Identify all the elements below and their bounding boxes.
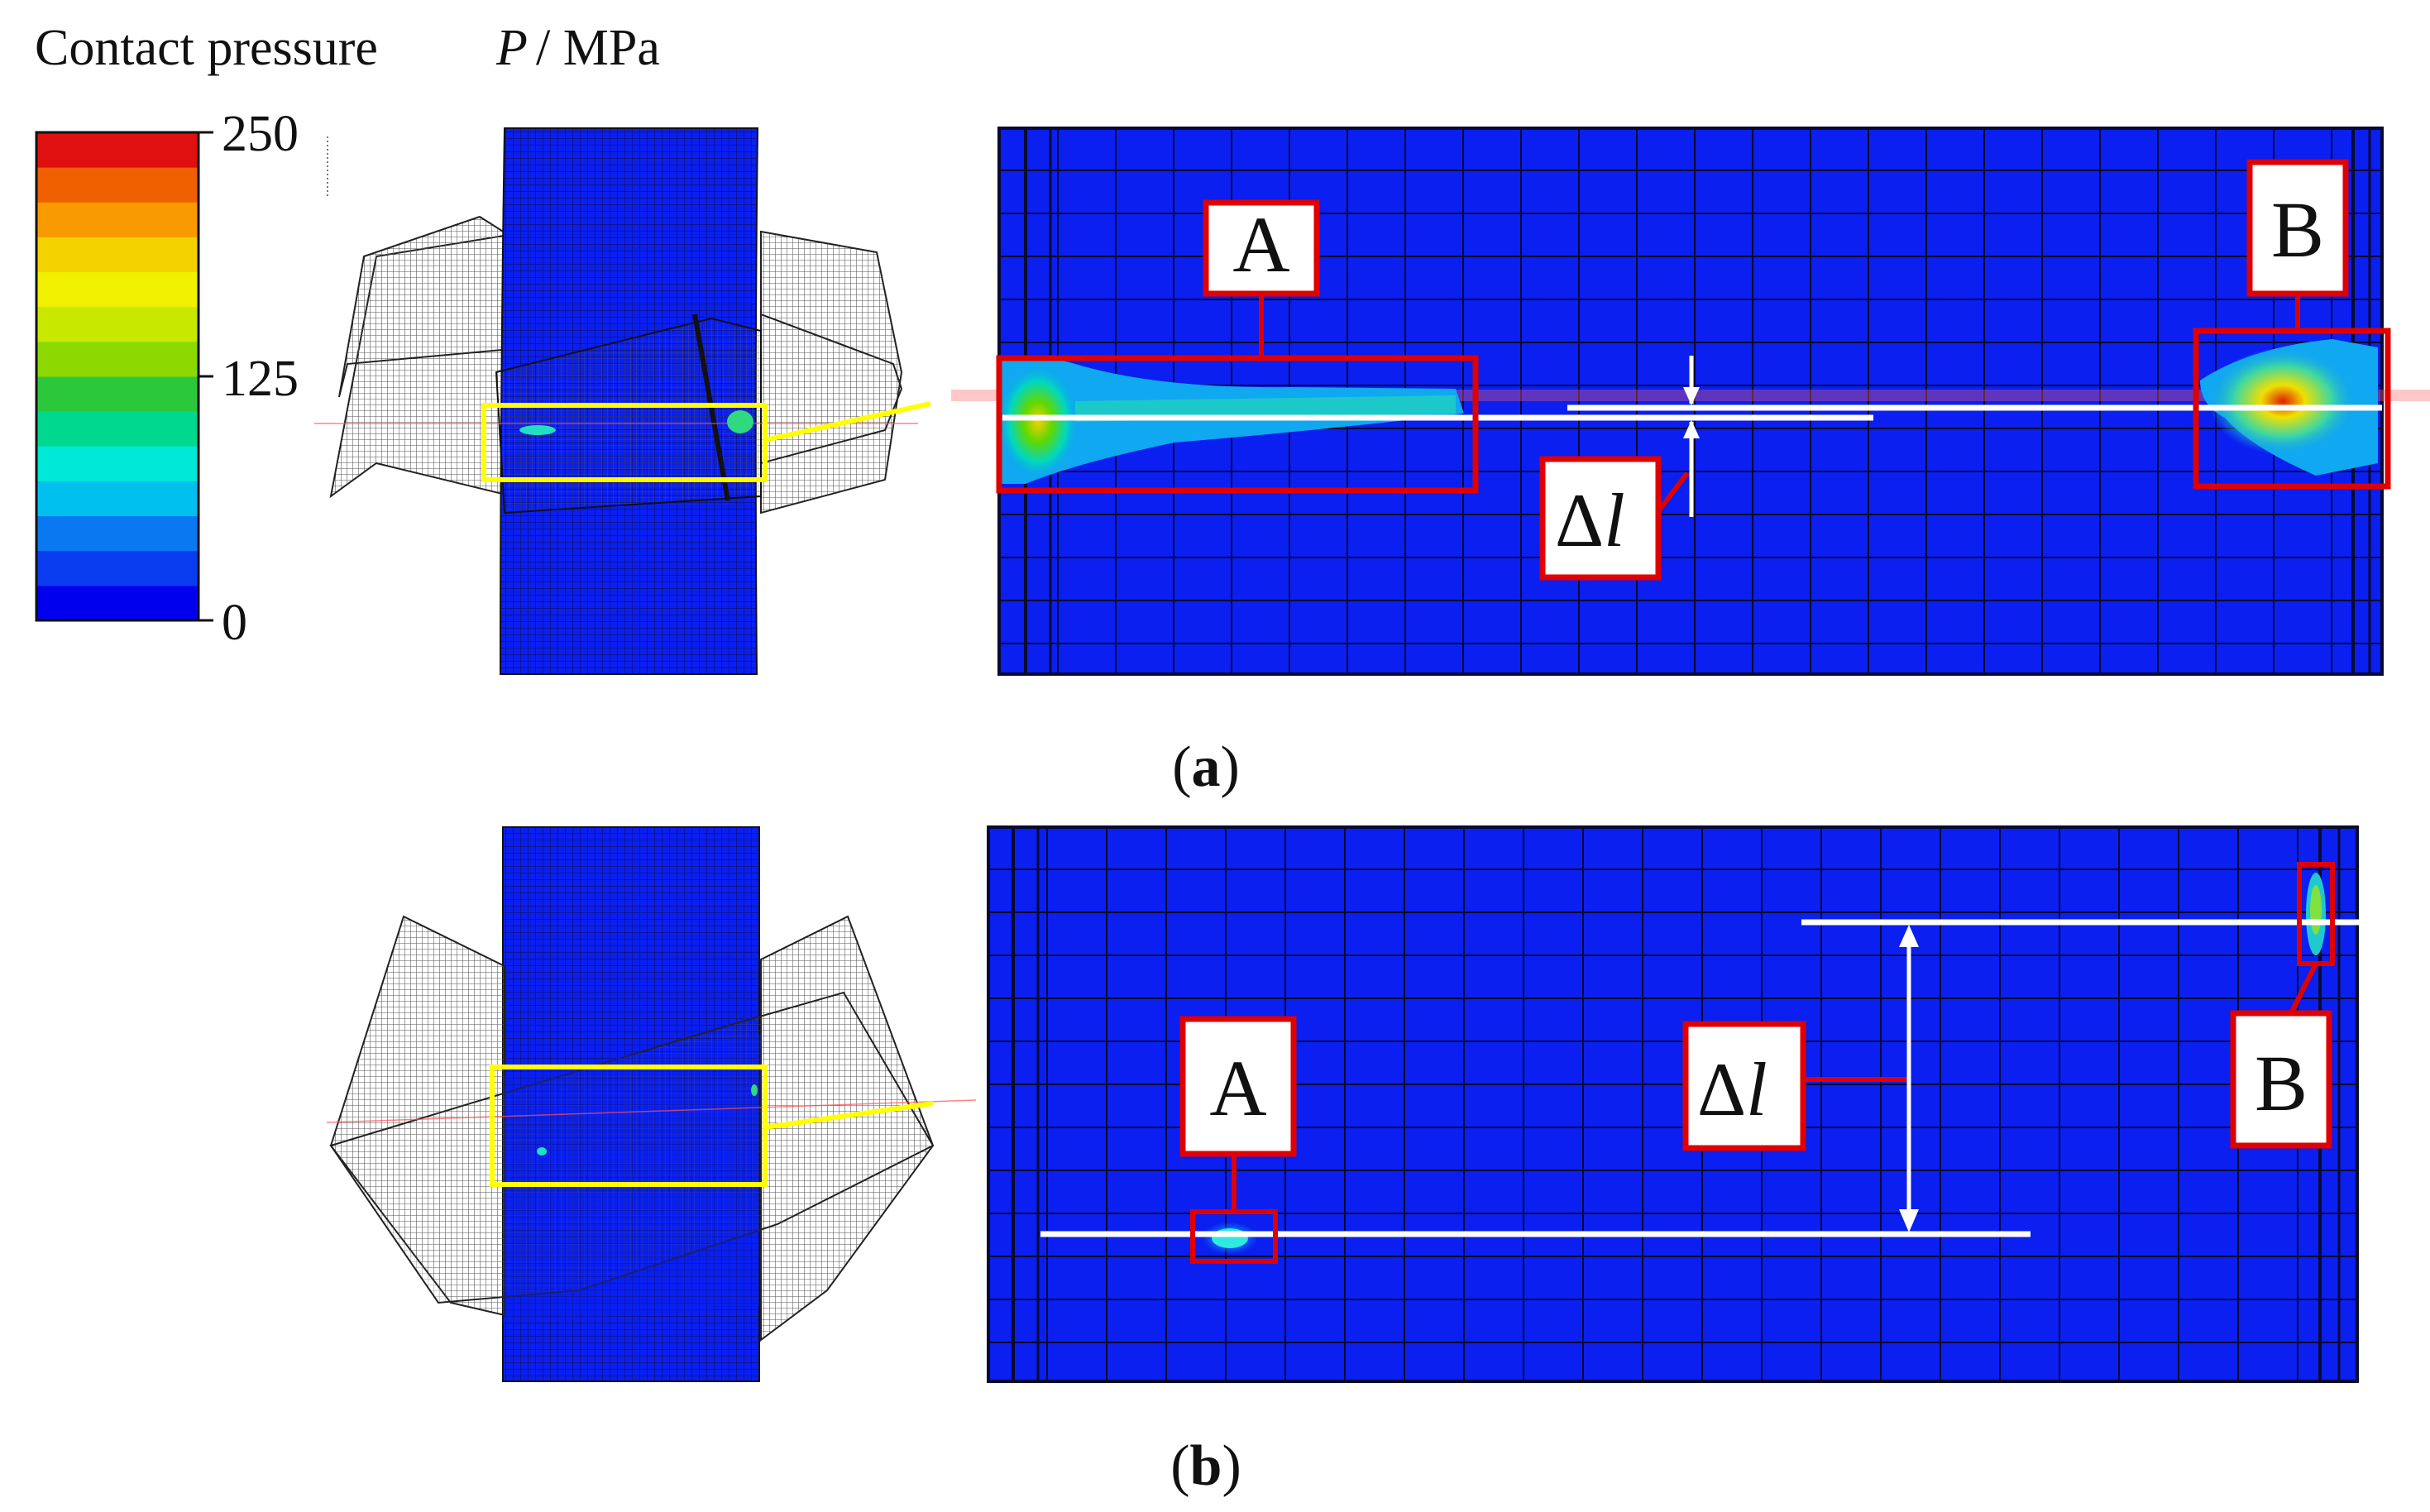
colorbar-band	[36, 585, 199, 621]
legend-tick-mid: 125	[222, 351, 299, 407]
panel-b-callout-line	[764, 1101, 934, 1130]
panel-b-delta-symbol: Δl	[1697, 1047, 1767, 1132]
colorbar-band	[36, 271, 199, 308]
colorbar-band	[36, 167, 199, 203]
panel-a-zoom: A B Δl	[951, 127, 2430, 676]
colorbar-band	[36, 550, 199, 586]
colorbar-legend: Contact pressure P / MPa 250 125 0	[35, 20, 660, 651]
panel-b-delta-box	[1682, 1021, 1806, 1151]
legend-symbol: P	[495, 20, 528, 76]
caption-b: (b)	[1170, 1434, 1241, 1498]
panel-a-highlight-box	[481, 403, 768, 482]
legend-tick-min: 0	[222, 595, 247, 651]
colorbar-band	[36, 481, 199, 517]
colorbar-band	[36, 411, 199, 447]
legend-tick-max: 250	[222, 106, 299, 162]
colorbar-band	[36, 306, 199, 342]
caption-a: (a)	[1172, 735, 1240, 799]
panel-a-overview	[314, 127, 931, 675]
legend-unit: / MPa	[536, 20, 660, 76]
panel-b-roller-wireframe	[329, 915, 935, 1342]
panel-a-callout-line	[764, 401, 931, 443]
colorbar-band	[36, 446, 199, 481]
panel-b-label-a: A	[1209, 1044, 1266, 1132]
colorbar	[36, 132, 199, 621]
panel-b-zoom: A B Δl	[987, 825, 2361, 1383]
panel-a-delta-box	[1539, 456, 1662, 581]
panel-b-label-b: B	[2255, 1039, 2308, 1127]
colorbar-band	[36, 515, 199, 552]
panel-a-label-b: B	[2271, 185, 2324, 274]
panel-a-region-a-box	[996, 355, 1479, 494]
panel-a-label-a: A	[1232, 200, 1289, 289]
colorbar-band	[36, 202, 199, 237]
panel-a-label-b-box	[2246, 159, 2349, 297]
panel-b-label-a-box	[1179, 1016, 1297, 1157]
panel-a-roller-wireframe	[329, 215, 903, 514]
panel-a-region-b-box	[2193, 328, 2391, 490]
panel-a-roller-front	[495, 317, 762, 514]
colorbar-band	[36, 376, 199, 412]
colorbar-band	[36, 341, 199, 377]
colorbar-band	[36, 237, 199, 273]
legend-title: Contact pressure	[35, 20, 378, 76]
panel-a-delta-symbol: Δl	[1555, 478, 1625, 562]
panel-b-overview	[326, 826, 977, 1382]
panel-a-label-a-box	[1203, 199, 1320, 297]
colorbar-band	[36, 132, 199, 168]
panel-b-label-b-box	[2230, 1010, 2332, 1149]
